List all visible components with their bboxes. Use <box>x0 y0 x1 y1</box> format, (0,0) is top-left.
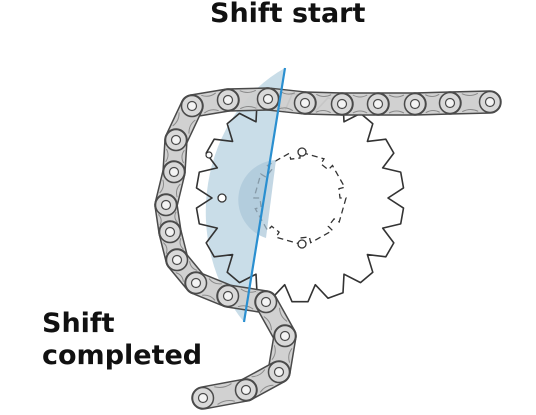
chain-pin <box>444 97 456 109</box>
chain-pin <box>160 199 172 211</box>
chain-pin <box>190 277 202 289</box>
chain-pin <box>168 166 180 178</box>
shift-completed-line2: completed <box>42 340 203 371</box>
chain-pin <box>186 100 198 112</box>
chain-pin <box>299 97 311 109</box>
chain-pin <box>279 330 291 342</box>
sprocket-outline <box>195 93 405 303</box>
chain-pin <box>409 98 421 110</box>
sprocket-icon <box>195 93 405 303</box>
chain-pin <box>222 290 234 302</box>
chain-pin <box>171 254 183 266</box>
chain-pin <box>222 94 234 106</box>
shift-start-label: Shift start <box>210 0 366 29</box>
chain-pin <box>262 93 274 105</box>
chain-pin <box>484 96 496 108</box>
chain-pin <box>164 226 176 238</box>
chain-outer-plates <box>154 87 502 410</box>
chain-pin <box>336 98 348 110</box>
chain-pins <box>154 87 502 410</box>
chain-pin <box>170 134 182 146</box>
chain-pin <box>197 392 209 404</box>
hub-bolt <box>205 151 213 159</box>
chain-pin <box>240 384 252 396</box>
shift-boundary-line <box>242 67 287 323</box>
hub-bolt <box>297 147 307 157</box>
chain-pin <box>260 296 272 308</box>
chain-pin <box>273 366 285 378</box>
chain-pin <box>372 98 384 110</box>
hub-bolt <box>217 193 227 203</box>
hub-bolt <box>297 239 307 249</box>
shift-completed-line1: Shift <box>42 308 115 339</box>
shift-completed-label: Shift completed <box>42 308 202 372</box>
